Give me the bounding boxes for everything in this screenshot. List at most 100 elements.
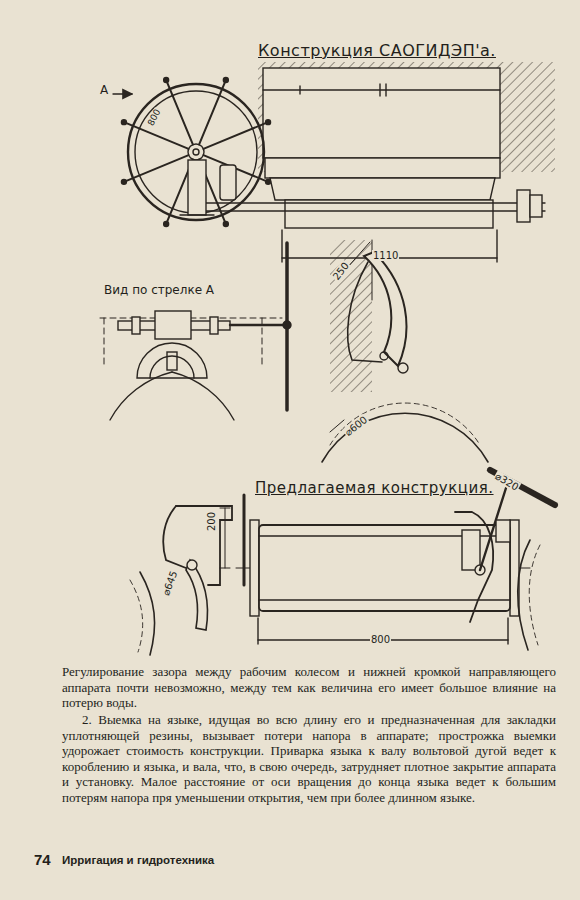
handwheel <box>121 77 270 226</box>
proposed-left-section <box>220 508 230 509</box>
dimension-label: ⌀645 <box>160 569 180 598</box>
handwheel <box>164 77 169 82</box>
dimension-label: 1110 <box>372 250 399 261</box>
handwheel <box>199 82 225 145</box>
handwheel <box>128 84 264 220</box>
dimension-label: ⌀320 <box>493 470 522 493</box>
guide-tongue <box>380 352 388 360</box>
proposed-drum <box>236 495 530 644</box>
guide-tongue <box>364 252 406 366</box>
handwheel <box>266 120 271 125</box>
view-arrow <box>113 93 132 94</box>
dimension-label: 800 <box>146 107 164 129</box>
view-caption: Вид по стрелке А <box>104 284 214 297</box>
handwheel <box>121 179 126 184</box>
guide-tongue <box>322 413 488 462</box>
side-view <box>172 372 234 420</box>
page-number: 74 <box>34 852 51 869</box>
side-view <box>167 352 177 370</box>
apparatus-body <box>379 84 380 96</box>
dimension-label: ⌀600 <box>342 413 370 438</box>
proposed-left-section <box>163 506 186 568</box>
proposed-left-section <box>186 560 207 630</box>
handwheel <box>203 123 266 149</box>
proposed-left-section <box>187 560 197 570</box>
proposed-left-section <box>220 568 230 569</box>
handwheel <box>126 155 189 181</box>
body-paragraph: 2. Выемка на языке, идущая во всю длину … <box>62 712 556 806</box>
wall-hatching <box>258 62 555 172</box>
proposed-drum <box>259 599 510 600</box>
proposed-drum <box>250 520 259 616</box>
running-footer: Ирригация и гидротехника <box>62 854 214 867</box>
section-heading: Предлагаемая конструкция. <box>255 480 494 497</box>
proposed-right-section <box>455 470 555 650</box>
apparatus-body <box>530 195 542 217</box>
handwheel <box>164 222 169 227</box>
wall-hatching <box>258 62 555 172</box>
apparatus-body <box>265 158 500 178</box>
section-heading: Конструкция САОГИДЭП'а. <box>258 42 496 60</box>
proposed-right-section <box>518 540 530 650</box>
handwheel <box>126 123 189 149</box>
side-view <box>137 343 207 378</box>
side-view <box>283 321 291 329</box>
view-arrow <box>113 93 132 94</box>
dimension-line <box>281 230 282 262</box>
proposed-right-section <box>462 530 480 570</box>
proposed-drum <box>259 525 510 611</box>
handwheel <box>220 165 236 200</box>
handwheel <box>121 77 270 226</box>
apparatus-body <box>517 190 530 222</box>
side-view <box>210 317 218 334</box>
handwheel <box>223 77 228 82</box>
apparatus-body <box>385 84 386 96</box>
proposed-left-section <box>130 506 232 655</box>
view-letter: A <box>100 84 108 97</box>
side-view <box>132 317 140 334</box>
apparatus-body <box>299 86 300 94</box>
guide-tongue <box>330 403 480 445</box>
apparatus-body <box>196 210 545 211</box>
guide-tongue <box>348 262 382 362</box>
apparatus-body <box>263 68 500 158</box>
apparatus-body <box>196 68 545 228</box>
side-view <box>155 311 191 339</box>
side-view <box>104 318 105 368</box>
guide-tongue <box>347 242 370 268</box>
dimension-label: 800 <box>370 634 391 645</box>
wall-hatching <box>372 240 373 300</box>
side-view <box>150 356 194 378</box>
handwheel <box>121 120 126 125</box>
handwheel <box>223 222 228 227</box>
wall-hatching <box>330 240 372 392</box>
handwheel <box>193 149 199 155</box>
side-view <box>110 372 172 420</box>
dimension-line <box>282 230 497 262</box>
proposed-drum <box>243 495 246 585</box>
handwheel <box>188 144 204 160</box>
dimension-line <box>496 230 497 262</box>
proposed-right-section <box>529 545 540 645</box>
proposed-right-section <box>490 470 555 505</box>
body-paragraph: Регулирование зазора между рабочим колес… <box>62 664 556 711</box>
side-view <box>100 243 291 420</box>
apparatus-body <box>285 200 493 228</box>
proposed-right-section <box>496 520 510 542</box>
proposed-right-section <box>455 512 493 622</box>
guide-tongue <box>398 363 408 373</box>
handwheel <box>180 214 214 215</box>
handwheel <box>266 179 271 184</box>
handwheel <box>167 82 193 145</box>
apparatus-body <box>263 89 500 90</box>
proposed-left-section <box>225 508 226 568</box>
proposed-left-section <box>176 506 232 585</box>
guide-tongue <box>322 242 488 462</box>
wall-hatching <box>330 240 372 392</box>
dimension-label: 200 <box>206 511 217 532</box>
handwheel <box>188 160 206 215</box>
side-view <box>230 324 285 326</box>
apparatus-body <box>196 202 545 203</box>
proposed-left-section <box>130 580 143 652</box>
apparatus-body <box>270 178 495 200</box>
